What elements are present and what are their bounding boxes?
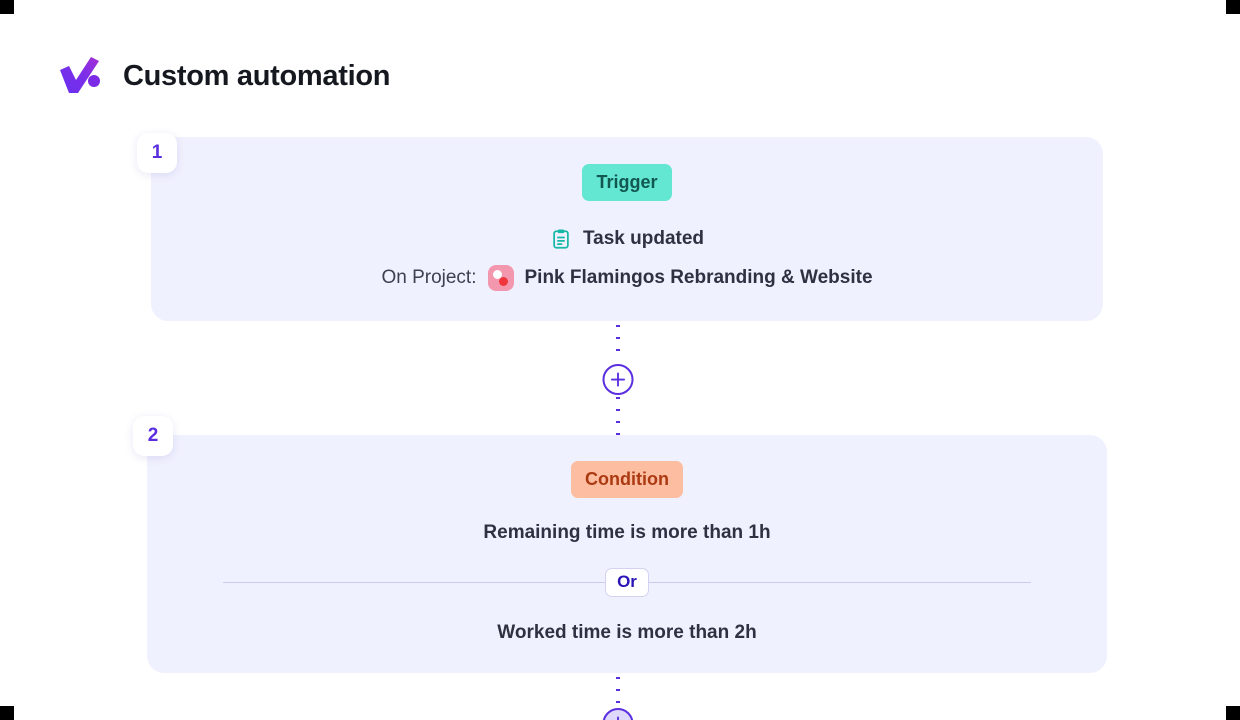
operator-badge-or[interactable]: Or bbox=[605, 567, 649, 597]
checkmark-logo-icon bbox=[56, 52, 104, 100]
automation-flow: 1 Trigger Task updated bbox=[0, 133, 1240, 720]
crop-mark-top-right bbox=[1226, 0, 1240, 14]
connector-dotted-line-top bbox=[616, 325, 620, 361]
page-title: Custom automation bbox=[123, 59, 391, 92]
automation-step-trigger: 1 Trigger Task updated bbox=[0, 133, 1240, 321]
project-avatar-icon bbox=[487, 265, 514, 291]
connector-dotted-line-top bbox=[616, 677, 620, 705]
page-header: Custom automation bbox=[56, 52, 390, 100]
crop-mark-bottom-left bbox=[0, 706, 14, 720]
trigger-event-label: Task updated bbox=[582, 228, 705, 249]
connector-dotted-line-bottom bbox=[616, 397, 620, 435]
condition-expression-2: Worked time is more than 2h bbox=[497, 622, 757, 643]
project-prefix-label: On Project: bbox=[381, 267, 477, 288]
trigger-tag: Trigger bbox=[582, 164, 672, 201]
condition-operator-divider: Or bbox=[223, 567, 1031, 597]
automation-step-condition: 2 Condition Remaining time is more than … bbox=[0, 416, 1240, 673]
plus-icon bbox=[611, 716, 626, 720]
clipboard-task-icon bbox=[550, 228, 572, 250]
trigger-card[interactable]: Trigger Task updated On Proj bbox=[151, 137, 1103, 321]
add-step-button-2[interactable] bbox=[602, 708, 634, 720]
condition-tag: Condition bbox=[571, 461, 683, 498]
plus-icon bbox=[610, 372, 626, 387]
crop-mark-top-left bbox=[0, 0, 14, 14]
step-number-badge-1: 1 bbox=[137, 133, 177, 173]
connector-2 bbox=[0, 673, 1238, 720]
condition-expression-1: Remaining time is more than 1h bbox=[483, 522, 771, 543]
condition-card[interactable]: Condition Remaining time is more than 1h… bbox=[147, 435, 1107, 673]
project-name-label: Pink Flamingos Rebranding & Website bbox=[524, 267, 873, 288]
connector-1 bbox=[0, 321, 1238, 435]
add-step-button-1[interactable] bbox=[602, 364, 634, 395]
crop-mark-bottom-right bbox=[1226, 706, 1240, 720]
trigger-event-row: Task updated bbox=[550, 228, 704, 250]
trigger-project-row: On Project: Pink Flamingos Rebranding & … bbox=[381, 265, 873, 291]
step-number-badge-2: 2 bbox=[133, 416, 173, 456]
